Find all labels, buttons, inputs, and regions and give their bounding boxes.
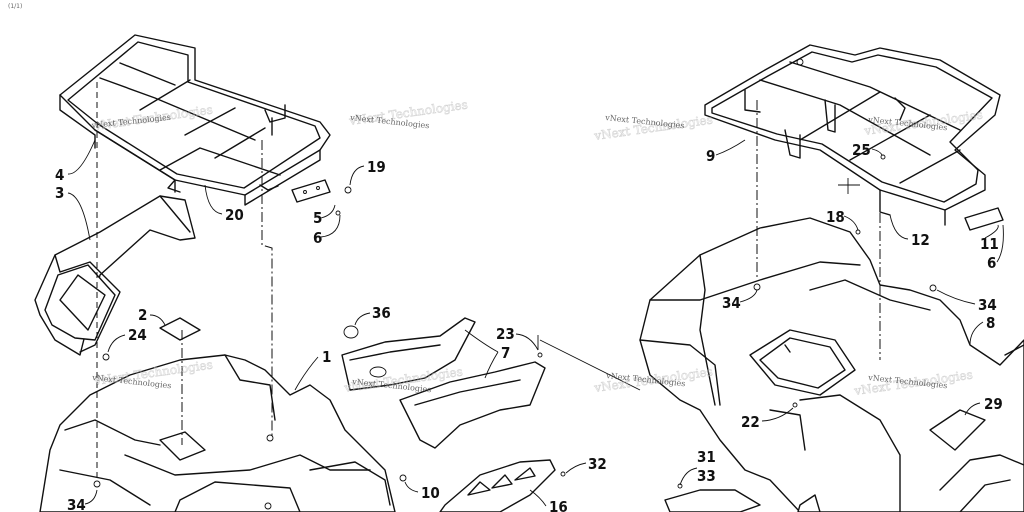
callout-20: 20: [225, 206, 244, 224]
callout-7: 7: [501, 344, 510, 362]
callout-34c: 34: [978, 296, 997, 314]
fastener-23: [537, 352, 543, 358]
bracket-11: [964, 207, 1004, 231]
pad-2: [159, 317, 201, 341]
callout-22: 22: [741, 413, 760, 431]
callout-25: 25: [852, 141, 871, 159]
callout-18: 18: [826, 208, 845, 226]
callout-3: 3: [55, 184, 64, 202]
callout-29: 29: [984, 395, 1003, 413]
rear-body: [639, 217, 1024, 512]
callout-34a: 34: [67, 496, 86, 512]
callout-36: 36: [372, 304, 391, 322]
rear-rack: [704, 44, 1001, 226]
callout-33: 33: [697, 467, 716, 485]
rear-bolt-25: [838, 178, 860, 194]
callout-6b: 6: [987, 254, 996, 272]
callout-23: 23: [496, 325, 515, 343]
callout-4: 4: [55, 166, 64, 184]
callout-24: 24: [128, 326, 147, 344]
callout-2: 2: [138, 306, 147, 324]
callout-34b: 34: [722, 294, 741, 312]
bracket-5: [291, 179, 331, 203]
fastener-6a: [335, 210, 341, 216]
callout-16: 16: [549, 498, 568, 512]
callout-9: 9: [706, 147, 715, 165]
fastener-34c: [929, 284, 937, 292]
leader-lines: [67, 139, 1004, 507]
fastener-34a: [93, 480, 101, 488]
front-rack: [59, 34, 331, 206]
callout-1: 1: [322, 348, 331, 366]
rear-lower-bracket: [797, 494, 821, 512]
fastener-10: [399, 474, 407, 482]
fastener-22: [792, 402, 798, 408]
rear-lower-part: [664, 489, 761, 512]
connector-line: [537, 335, 641, 391]
fastener-24: [102, 353, 110, 361]
side-panels-7: [341, 317, 546, 449]
corner-mark: (1/1): [8, 3, 22, 10]
callout-19: 19: [367, 158, 386, 176]
callout-6a: 6: [313, 229, 322, 247]
callout-8: 8: [986, 314, 995, 332]
guard-16: [439, 459, 556, 512]
callout-32: 32: [588, 455, 607, 473]
front-body: [39, 354, 396, 512]
callout-11: 11: [980, 235, 999, 253]
callout-labels: 4 3 20 19 5 6 2 24 36 1 23 7 34 10 32 16…: [55, 141, 1003, 512]
fastener-18: [855, 229, 861, 235]
front-guide-1: [261, 140, 273, 438]
fastener-25: [880, 154, 886, 160]
callout-31: 31: [697, 448, 716, 466]
callout-10: 10: [421, 484, 440, 502]
callout-5: 5: [313, 209, 322, 227]
fastener-19: [344, 186, 352, 194]
callout-12: 12: [911, 231, 930, 249]
seal-36: [343, 325, 359, 339]
fastener-32: [560, 471, 566, 477]
